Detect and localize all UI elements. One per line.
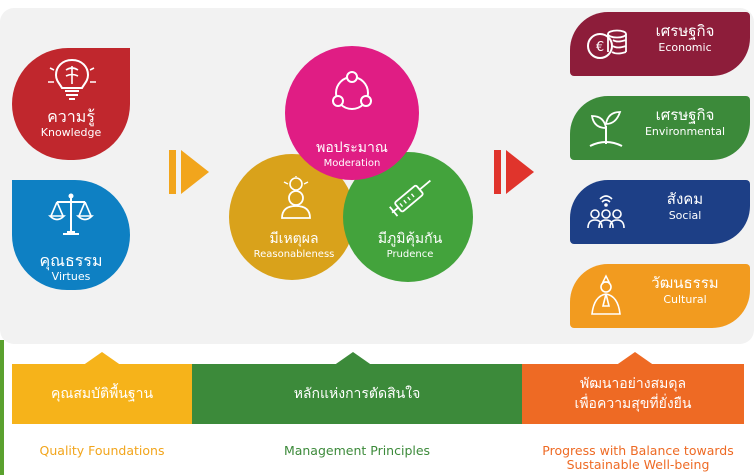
social-en: Social: [668, 209, 702, 222]
coins-icon: €: [587, 29, 627, 59]
economic-card: € เศรษฐกิจ Economic: [570, 12, 750, 76]
pointer-foundations: [82, 352, 122, 366]
reasonableness-label: มีเหตุผล Reasonableness: [239, 231, 349, 262]
principles-box: หลักแห่งการตัดสินใจ: [192, 364, 522, 424]
progress-label-2: เพื่อความสุขที่ยั่งยืน: [574, 396, 692, 412]
foundations-label: คุณสมบัติพื้นฐาน: [50, 386, 154, 402]
social-card: สังคม Social: [570, 180, 750, 244]
people-network-icon: [587, 195, 625, 229]
brain-bulb-icon: [48, 58, 96, 100]
knowledge-label: ความรู้ Knowledge: [12, 108, 130, 140]
syringe-icon: [389, 179, 431, 217]
foundations-caption: Quality Foundations: [12, 444, 192, 458]
progress-box: พัฒนาอย่างสมดุล เพื่อความสุขที่ยั่งยืน: [522, 364, 744, 424]
progress-caption: Progress with Balance towards Sustainabl…: [522, 444, 754, 472]
prudence-th: มีภูมิคุ้มกัน: [377, 231, 443, 247]
knowledge-en: Knowledge: [40, 126, 102, 139]
economic-en: Economic: [658, 41, 712, 54]
arrow-right-icon: [494, 150, 534, 194]
principles-caption: Management Principles: [192, 444, 522, 458]
cultural-en: Cultural: [663, 293, 707, 306]
pointer-progress: [615, 352, 655, 366]
progress-caption-2: Sustainable Well-being: [566, 457, 710, 472]
cycle-icon: [332, 71, 372, 110]
environmental-en: Environmental: [644, 125, 726, 138]
moderation-circle: [285, 46, 419, 180]
foundations-box: คุณสมบัติพื้นฐาน: [12, 364, 192, 424]
pointer-principles: [333, 352, 373, 366]
knowledge-th: ความรู้: [47, 107, 95, 126]
arrow-left-icon: [169, 150, 209, 194]
economic-th: เศรษฐกิจ: [655, 22, 715, 40]
cultural-th: วัฒนธรรม: [651, 274, 719, 292]
praying-figure-icon: [591, 274, 621, 315]
thinking-person-icon: [281, 176, 311, 219]
seedling-icon: [589, 111, 623, 147]
virtues-th: คุณธรรม: [39, 251, 103, 270]
prudence-en: Prudence: [386, 249, 434, 260]
reasonableness-th: มีเหตุผล: [269, 231, 319, 247]
moderation-label: พอประมาณ Moderation: [295, 140, 409, 171]
social-th: สังคม: [666, 190, 704, 208]
prudence-label: มีภูมิคุ้มกัน Prudence: [362, 231, 458, 262]
virtues-en: Virtues: [51, 270, 91, 283]
foundations-caption-text: Quality Foundations: [39, 443, 165, 458]
moderation-en: Moderation: [323, 158, 381, 169]
moderation-th: พอประมาณ: [316, 140, 388, 156]
scales-icon: [48, 193, 94, 235]
progress-label-1: พัฒนาอย่างสมดุล: [579, 376, 687, 392]
accent-bar: [0, 340, 4, 475]
principles-label: หลักแห่งการตัดสินใจ: [293, 386, 421, 402]
cultural-card: วัฒนธรรม Cultural: [570, 264, 750, 328]
environmental-card: เศรษฐกิจ Environmental: [570, 96, 750, 160]
principles-caption-text: Management Principles: [283, 443, 431, 458]
reasonableness-en: Reasonableness: [253, 249, 335, 260]
progress-caption-1: Progress with Balance towards: [542, 443, 734, 458]
svg-text:€: €: [596, 40, 604, 55]
virtues-label: คุณธรรม Virtues: [12, 252, 130, 284]
knowledge-shape: [12, 48, 130, 160]
environmental-th: เศรษฐกิจ: [655, 106, 715, 124]
